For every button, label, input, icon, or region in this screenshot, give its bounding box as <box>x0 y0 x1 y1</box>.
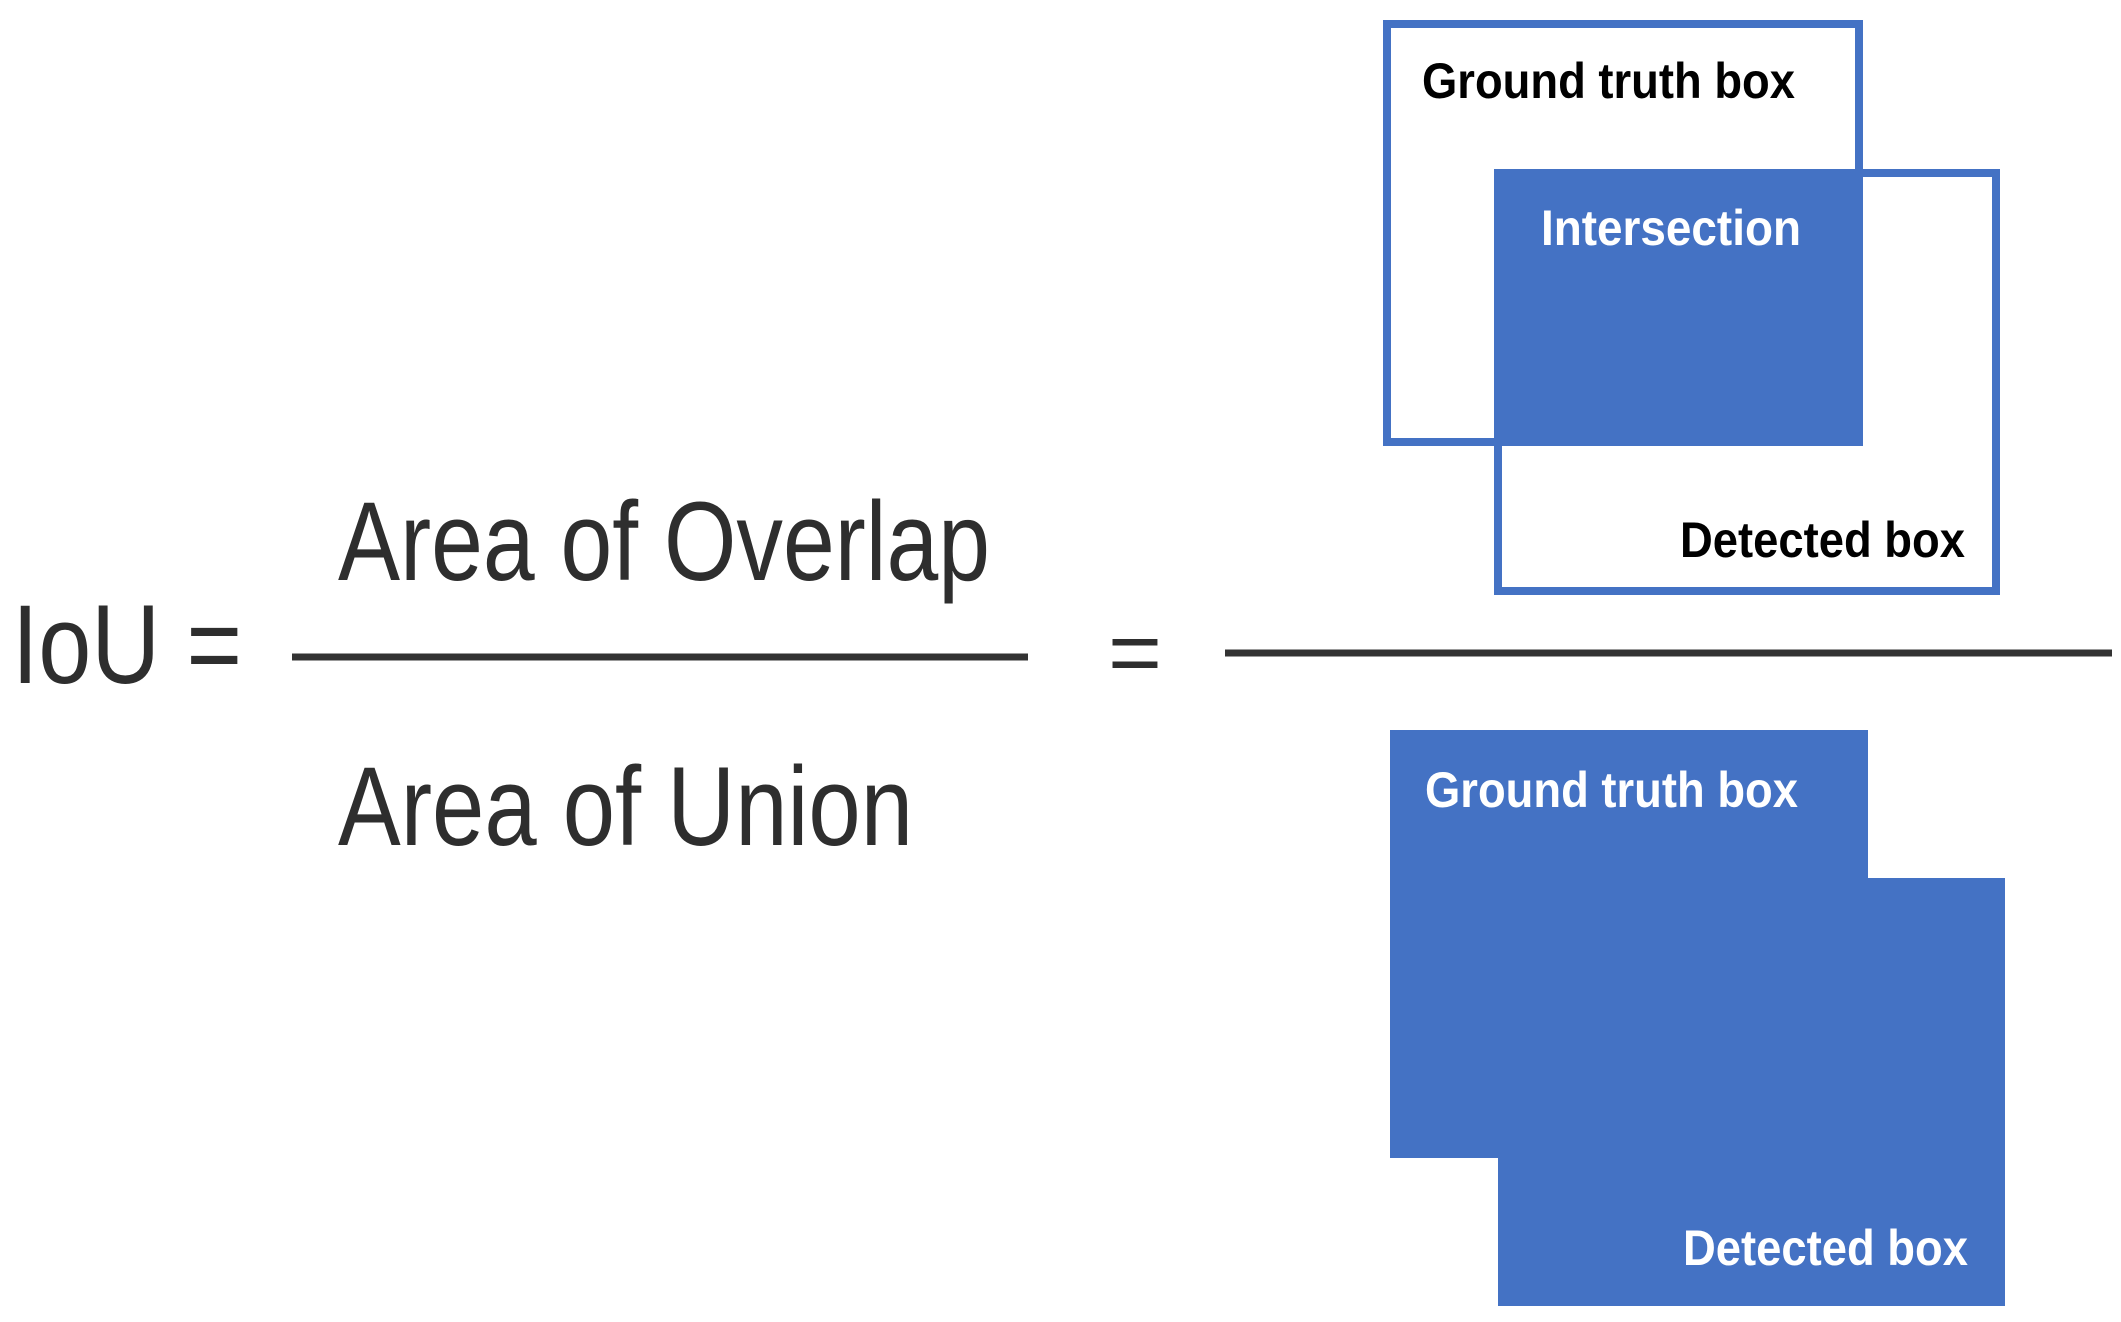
overlap-figure: Ground truth box Intersection Detected b… <box>1383 20 2000 595</box>
detected-label-bottom: Detected box <box>1683 1220 1968 1276</box>
detected-label-top: Detected box <box>1680 512 1965 568</box>
ground-truth-label-bottom: Ground truth box <box>1425 762 1798 818</box>
union-figure: Ground truth box Detected box <box>1390 730 2005 1306</box>
numerator-label: Area of Overlap <box>338 479 990 604</box>
equals-sign: = <box>1108 603 1162 703</box>
iou-lhs-label: IoU = <box>12 582 242 707</box>
denominator-label: Area of Union <box>338 744 913 869</box>
intersection-area <box>1494 169 1863 446</box>
ground-truth-label-top: Ground truth box <box>1422 53 1795 109</box>
detected-box-filled <box>1498 878 2005 1306</box>
intersection-label: Intersection <box>1541 200 1801 256</box>
